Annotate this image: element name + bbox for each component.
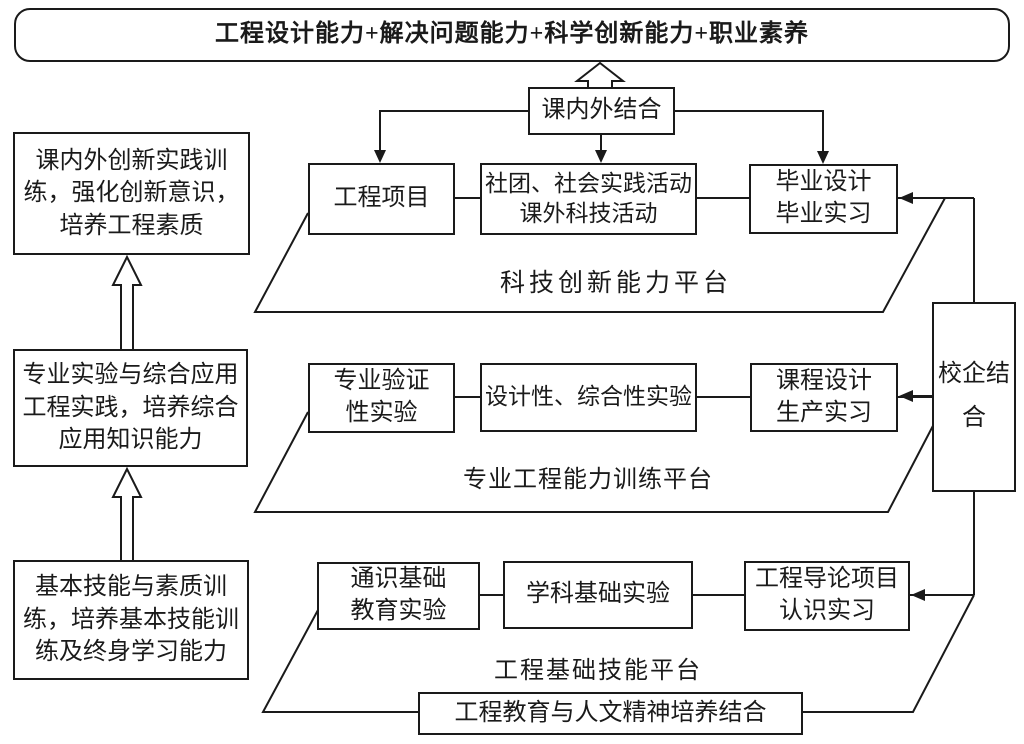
goal-banner: 工程设计能力+解决问题能力+科学创新能力+职业素养 [14,8,1010,62]
platform-1-outline [253,197,946,313]
platform-label-sci-tech-innovation: 科技创新能力平台 [499,270,732,297]
hollow-arrow-up-banner [574,61,626,89]
arrowhead-down-graduation [817,151,829,164]
hollow-arrow-up-left-2 [111,466,143,562]
hub-box-in-out-class: 课内外结合 [528,87,675,135]
flow-box-verification-experiment: 专业验证 性实验 [308,363,455,433]
humanities-education-box: 工程教育与人文精神培养结合 [418,692,803,735]
flow-box-intro-project-internship: 工程导论项目 认识实习 [744,561,910,631]
left-box-professional-practice: 专业实验与综合应用 工程实践，培养综合 应用知识能力 [13,349,248,467]
platform-label-engineering-basics: 工程基础技能平台 [494,658,702,684]
flow-box-course-design: 课程设计 生产实习 [750,363,898,432]
arrowhead-down-project [374,150,386,163]
platform-label-professional-engineering: 专业工程能力训练平台 [463,467,713,493]
left-box-innovation-practice: 课内外创新实践训 练，强化创新意识， 培养工程素质 [13,132,250,255]
arrowhead-down-club [595,150,607,163]
flow-box-club-social-practice: 社团、社会实践活动 课外科技活动 [480,163,697,235]
arrowhead-left-course-design [899,390,913,402]
flow-box-graduation-design: 毕业设计 毕业实习 [749,164,898,234]
hub-left-branch-line [379,110,528,156]
hub-right-branch-line [675,110,824,158]
left-box-basic-skills: 基本技能与素质训 练，培养基本技能训 练及终身学习能力 [13,560,249,680]
arrowhead-left-intro-project [911,589,925,601]
flow-box-discipline-basic-experiment: 学科基础实验 [503,561,693,629]
flow-box-design-comprehensive-experiment: 设计性、综合性实验 [480,363,697,432]
flow-box-general-education-experiment: 通识基础 教育实验 [317,562,480,630]
school-enterprise-box: 校企结合 [932,302,1016,492]
platform-2-outline [253,396,949,513]
arrowhead-left-graduation [899,192,913,204]
flow-box-engineering-project: 工程项目 [308,163,455,235]
hollow-arrow-up-left-1 [111,254,143,351]
